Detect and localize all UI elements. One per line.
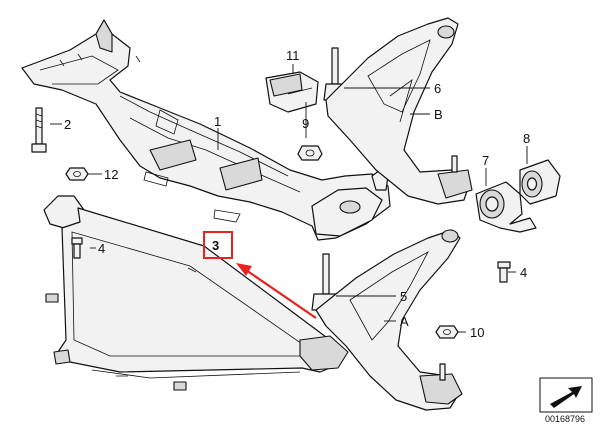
highlight-arrowhead — [236, 263, 252, 276]
mount-block-part-11 — [265, 71, 319, 113]
bolt-part-4-left — [71, 237, 83, 259]
callout-A: A — [400, 314, 409, 329]
highlight-arrow — [245, 269, 317, 319]
callout-8: 8 — [523, 131, 530, 146]
callout-3: 3 — [212, 238, 219, 253]
highlight-part-3 — [203, 231, 317, 319]
callout-10: 10 — [470, 325, 484, 340]
catalog-corner: 00168796 — [539, 377, 593, 424]
tension-strut-part-3 — [43, 195, 349, 391]
callout-11: 11 — [286, 48, 300, 63]
bushing-part-8 — [519, 159, 561, 205]
callout-5: 5 — [400, 289, 407, 304]
leader-lines — [50, 64, 528, 333]
bushing-part-7 — [475, 181, 537, 233]
nut-part-12 — [65, 167, 89, 181]
highlight-box — [203, 231, 233, 259]
callout-12: 12 — [104, 167, 118, 182]
callout-7: 7 — [482, 153, 489, 168]
nut-part-9 — [297, 145, 323, 161]
bolt-part-4-right — [497, 261, 511, 283]
callout-6: 6 — [434, 81, 441, 96]
callout-1: 1 — [214, 114, 221, 129]
direction-arrow-icon — [550, 386, 582, 408]
callout-4-right: 4 — [520, 265, 527, 280]
callout-9: 9 — [302, 116, 309, 131]
bolt-part-2 — [31, 107, 47, 153]
control-arm-part-6-B — [323, 17, 473, 205]
callout-2: 2 — [64, 117, 71, 132]
catalog-number: 00168796 — [545, 414, 585, 424]
direction-arrow-box-icon — [539, 377, 593, 413]
control-arm-part-5-A — [311, 229, 463, 411]
callout-4-left: 4 — [98, 241, 105, 256]
nut-part-10 — [435, 325, 459, 339]
callout-B: B — [434, 107, 443, 122]
callout-labels: 1 2 3 4 4 5 6 7 8 9 10 11 12 A B — [64, 48, 530, 340]
subframe-part-1 — [21, 19, 391, 241]
